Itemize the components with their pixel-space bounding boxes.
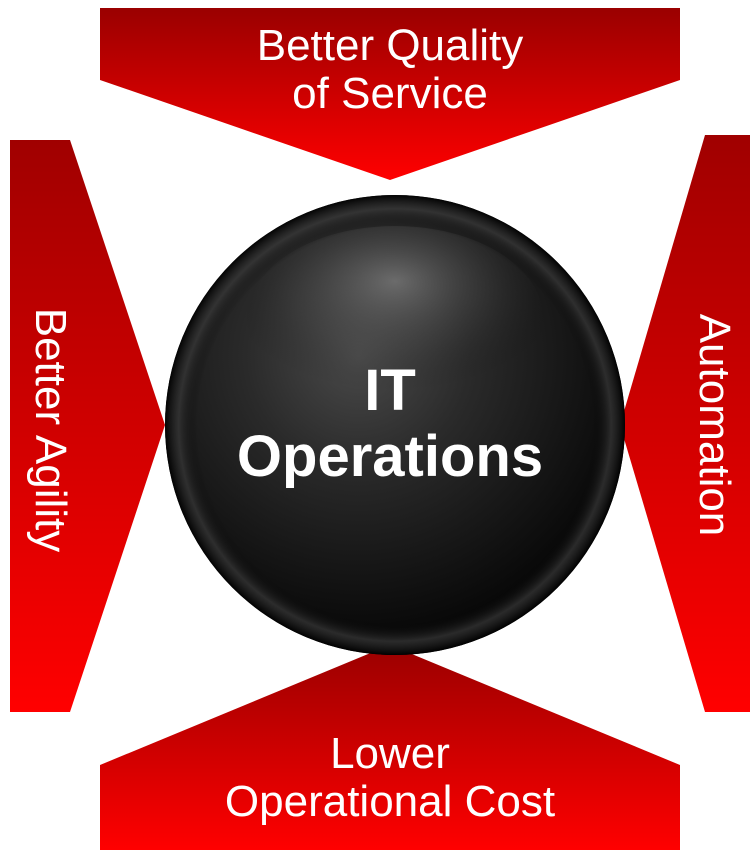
bottom-arrow-shape — [100, 645, 680, 850]
center-sphere — [165, 195, 625, 655]
bottom-label-line-2: Operational Cost — [224, 777, 556, 826]
center-label: IT Operations — [200, 358, 580, 490]
right-label: Automation — [690, 313, 739, 537]
top-label-line-2: of Service — [292, 69, 488, 118]
right-arrow-shape — [620, 135, 750, 712]
bottom-label-line-1: Lower — [330, 729, 450, 778]
left-label: Better Agility — [26, 307, 75, 553]
center-label-line-1: IT — [364, 358, 416, 423]
top-arrow-shape — [100, 8, 680, 180]
left-arrow-shape — [10, 140, 165, 712]
top-label: Better Quality of Service — [100, 22, 680, 118]
top-label-line-1: Better Quality — [256, 21, 524, 70]
bottom-label: Lower Operational Cost — [100, 730, 680, 826]
center-label-line-2: Operations — [236, 424, 544, 489]
